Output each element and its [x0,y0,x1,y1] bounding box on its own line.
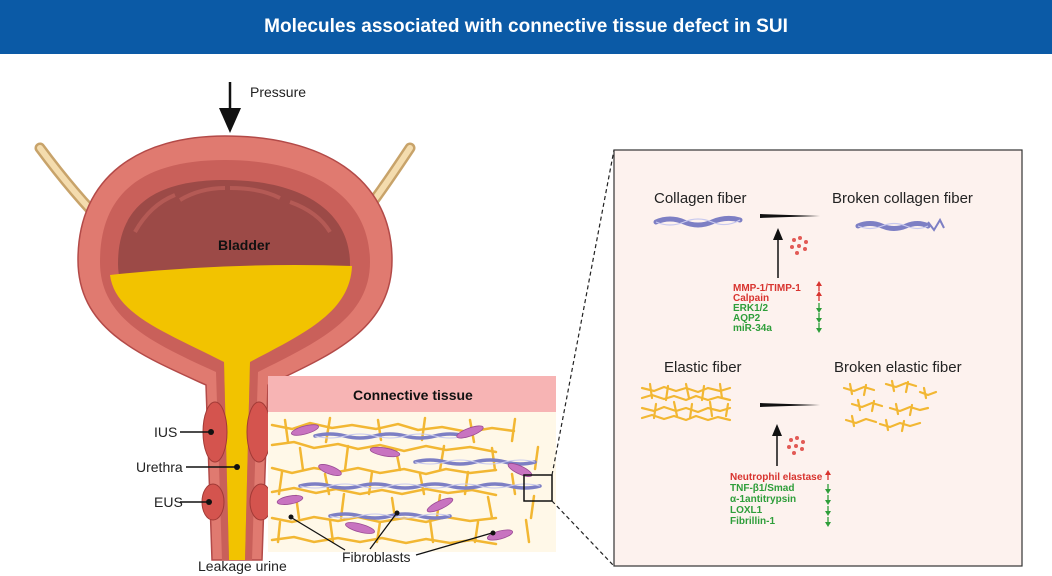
down-arrow-icon [816,323,822,333]
elastic-fiber-label: Elastic fiber [664,359,742,376]
elastic-transition-arrow [760,403,820,407]
fibroblast-pointer-dots [288,510,496,536]
collagen-molecule-2: ERK1/2 [733,303,768,314]
pressure-label: Pressure [250,84,306,100]
collagen-direction-arrows [816,281,822,333]
broken-elastic-fiber [842,379,938,433]
ius-label: IUS [154,424,177,440]
elastic-fiber-mesh [640,382,732,422]
up-arrow-icon [816,281,822,291]
page-title: Molecules associated with connective tis… [264,16,788,37]
fibroblast-pointers [291,513,493,556]
up-arrow-icon [816,291,822,301]
collagen-enzyme-dots [790,236,808,255]
collagen-molecule-list: MMP-1/TIMP-1 Calpain ERK1/2 AQP2 miR-34a [733,283,801,334]
leakage-label: Leakage urine [198,558,287,574]
ius-pointer-dot [208,429,214,435]
bladder [77,135,393,561]
fibroblasts-label: Fibroblasts [342,549,410,565]
elastic-molecule-list: Neutrophil elastase TNF-β1/Smad α-1antit… [730,472,823,527]
collagen-molecule-3: AQP2 [733,313,761,324]
connective-tissue-band [268,376,556,412]
down-arrow-icon [825,506,831,516]
broken-collagen-fiber [855,217,945,232]
up-arrow-icon [825,470,831,480]
collagen-molecule-0: MMP-1/TIMP-1 [733,283,801,294]
collagen-transition-arrow [760,214,820,218]
urethra-pointer-dot [234,464,240,470]
pressure-arrow [219,82,241,133]
zoom-line-top [551,149,615,476]
elastic-enzyme-dots [787,436,805,455]
collagen-fiber [653,215,743,228]
elastic-molecule-3: LOXL1 [730,505,763,516]
urethra-label: Urethra [136,459,183,475]
zoom-box [523,474,553,502]
elastic-molecule-1: TNF-β1/Smad [730,483,794,494]
eus-pointer-dot [206,499,212,505]
down-arrow-icon [816,303,822,313]
zoom-panel [613,149,1023,567]
bladder-label: Bladder [218,237,271,253]
elastic-molecule-2: α-1antitrypsin [730,494,796,505]
down-arrow-icon [816,313,822,323]
collagen-fiber-label: Collagen fiber [654,190,747,207]
down-arrow-icon [825,517,831,527]
collagen-molecule-1: Calpain [733,293,769,304]
down-arrow-icon [825,495,831,505]
elastic-molecule-0: Neutrophil elastase [730,472,823,483]
elastic-up-arrow-head [772,424,782,436]
collagen-molecule-4: miR-34a [733,323,772,334]
eus-sphincter [201,483,273,521]
elastic-direction-arrows [825,470,831,527]
connective-tissue-matrix [268,412,556,552]
elastic-molecule-4: Fibrillin-1 [730,516,775,527]
zoom-line-bottom [551,500,615,567]
broken-collagen-fiber-label: Broken collagen fiber [832,190,973,207]
connective-tissue-label: Connective tissue [353,387,473,403]
title-bar: Molecules associated with connective tis… [0,0,1052,54]
eus-label: EUS [154,494,183,510]
broken-elastic-fiber-label: Broken elastic fiber [834,359,962,376]
collagen-up-arrow-head [773,228,783,240]
down-arrow-icon [825,484,831,494]
